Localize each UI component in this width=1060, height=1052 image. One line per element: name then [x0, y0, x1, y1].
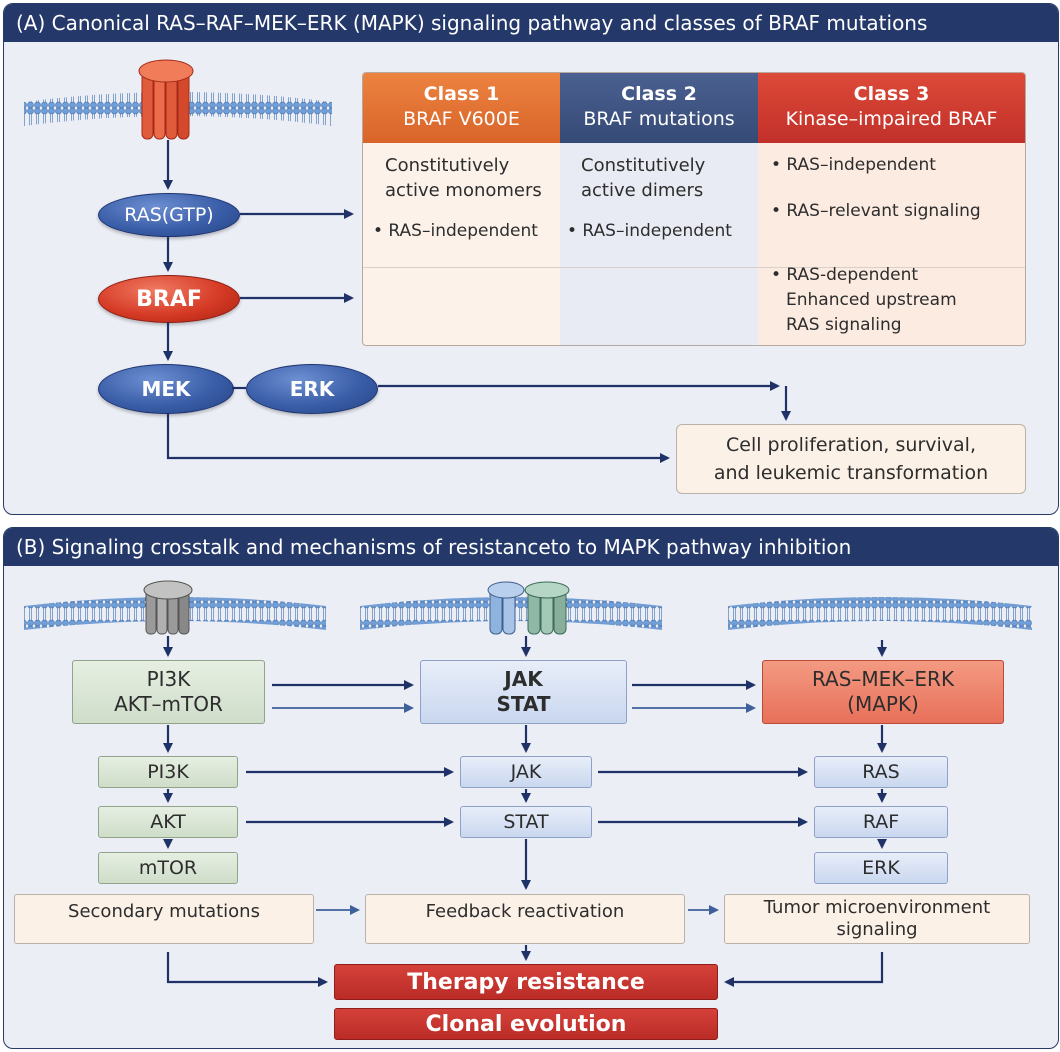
feedback-reactivation-box: Feedback reactivation	[365, 894, 685, 944]
step-raf: RAF	[814, 806, 948, 838]
arrow-right-resistance	[724, 952, 884, 987]
arrow-left-resistance	[166, 952, 328, 987]
jak-line1: JAK	[504, 667, 543, 691]
class-3-title: Class 3	[853, 83, 930, 105]
panel-a-title: (A) Canonical RAS–RAF–MEK–ERK (MAPK) sig…	[4, 4, 1058, 42]
tme-line2: signaling	[836, 919, 918, 940]
class-2-header: Class 2 BRAF mutations	[560, 73, 758, 143]
class-3-line5: RAS signaling	[786, 315, 902, 335]
braf-label: BRAF	[136, 286, 202, 312]
class-3-lower-text: • RAS-dependent Enhanced upstream RAS si…	[771, 263, 957, 338]
panel-b-title: (B) Signaling crosstalk and mechanisms o…	[4, 528, 1058, 566]
ras-gtp-node: RAS(GTP)	[98, 193, 240, 237]
step-erk: ERK	[814, 852, 948, 884]
cell-membrane-right	[728, 597, 1032, 630]
step-pi3k: PI3K	[98, 756, 238, 788]
class-3-bullet-3: • RAS-dependent	[771, 265, 919, 285]
class-2-line1: Constitutively	[581, 155, 706, 176]
mek-label: MEK	[141, 377, 191, 401]
class-1-header: Class 1 BRAF V600E	[363, 73, 560, 143]
jak-line2: STAT	[496, 692, 551, 716]
mek-node: MEK	[98, 364, 234, 414]
tme-line1: Tumor microenvironment	[763, 897, 991, 918]
pi3k-line2: AKT–mTOR	[114, 692, 223, 716]
class-1-bullet: • RAS–independent	[373, 221, 538, 241]
mapk-line1: RAS–MEK–ERK	[811, 667, 955, 691]
receptor-blue-green-icon	[487, 581, 570, 635]
class-1-line1: Constitutively	[385, 155, 510, 176]
step-jak: JAK	[460, 756, 592, 788]
class-3-bullet-2: • RAS–relevant signaling	[771, 201, 981, 221]
braf-node: BRAF	[98, 275, 240, 323]
table-divider	[363, 267, 1025, 268]
class-3-bullet-1: • RAS–independent	[771, 155, 936, 175]
class-2-description: Constitutively active dimers	[581, 153, 705, 203]
class-2-line2: active dimers	[581, 180, 704, 201]
pi3k-line1: PI3K	[146, 667, 191, 691]
class-1-title: Class 1	[423, 83, 500, 105]
class-1-subtitle: BRAF V600E	[403, 108, 520, 130]
jak-stat-box: JAK STAT	[420, 660, 627, 724]
ras-gtp-label: RAS(GTP)	[124, 204, 214, 226]
step-mtor: mTOR	[98, 852, 238, 884]
class-2-bullet: • RAS–independent	[567, 221, 732, 241]
tumor-microenvironment-box: Tumor microenvironment signaling	[724, 894, 1030, 944]
class-2-column-bg	[560, 143, 758, 345]
step-ras: RAS	[814, 756, 948, 788]
mapk-box: RAS–MEK–ERK (MAPK)	[762, 660, 1004, 724]
class-1-description: Constitutively active monomers	[385, 153, 542, 203]
erk-node: ERK	[246, 364, 378, 414]
arrow-mek-outcome	[166, 413, 670, 463]
outcome-line2: and leukemic transformation	[713, 462, 989, 484]
braf-class-table: Class 1 BRAF V600E Class 2 BRAF mutation…	[362, 72, 1026, 346]
step-stat: STAT	[460, 806, 592, 838]
class-3-column-bg	[758, 143, 1025, 345]
therapy-resistance-bar: Therapy resistance	[334, 964, 718, 1000]
pi3k-akt-mtor-box: PI3K AKT–mTOR	[72, 660, 265, 724]
receptor-gray-icon	[143, 580, 193, 635]
class-2-title: Class 2	[621, 83, 697, 105]
secondary-mutations-box: Secondary mutations	[14, 894, 314, 944]
class-3-line4: Enhanced upstream	[786, 290, 957, 310]
step-akt: AKT	[98, 806, 238, 838]
clonal-evolution-bar: Clonal evolution	[334, 1008, 718, 1040]
cell-proliferation-box: Cell proliferation, survival, and leukem…	[676, 424, 1026, 494]
class-2-subtitle: BRAF mutations	[583, 108, 735, 130]
erk-label: ERK	[289, 377, 335, 401]
outcome-line1: Cell proliferation, survival,	[726, 434, 976, 456]
mapk-line2: (MAPK)	[847, 692, 919, 716]
class-3-subtitle: Kinase–impaired BRAF	[785, 108, 998, 130]
class-3-header: Class 3 Kinase–impaired BRAF	[758, 73, 1025, 143]
class-1-line2: active monomers	[385, 180, 542, 201]
receptor-icon	[138, 59, 194, 140]
